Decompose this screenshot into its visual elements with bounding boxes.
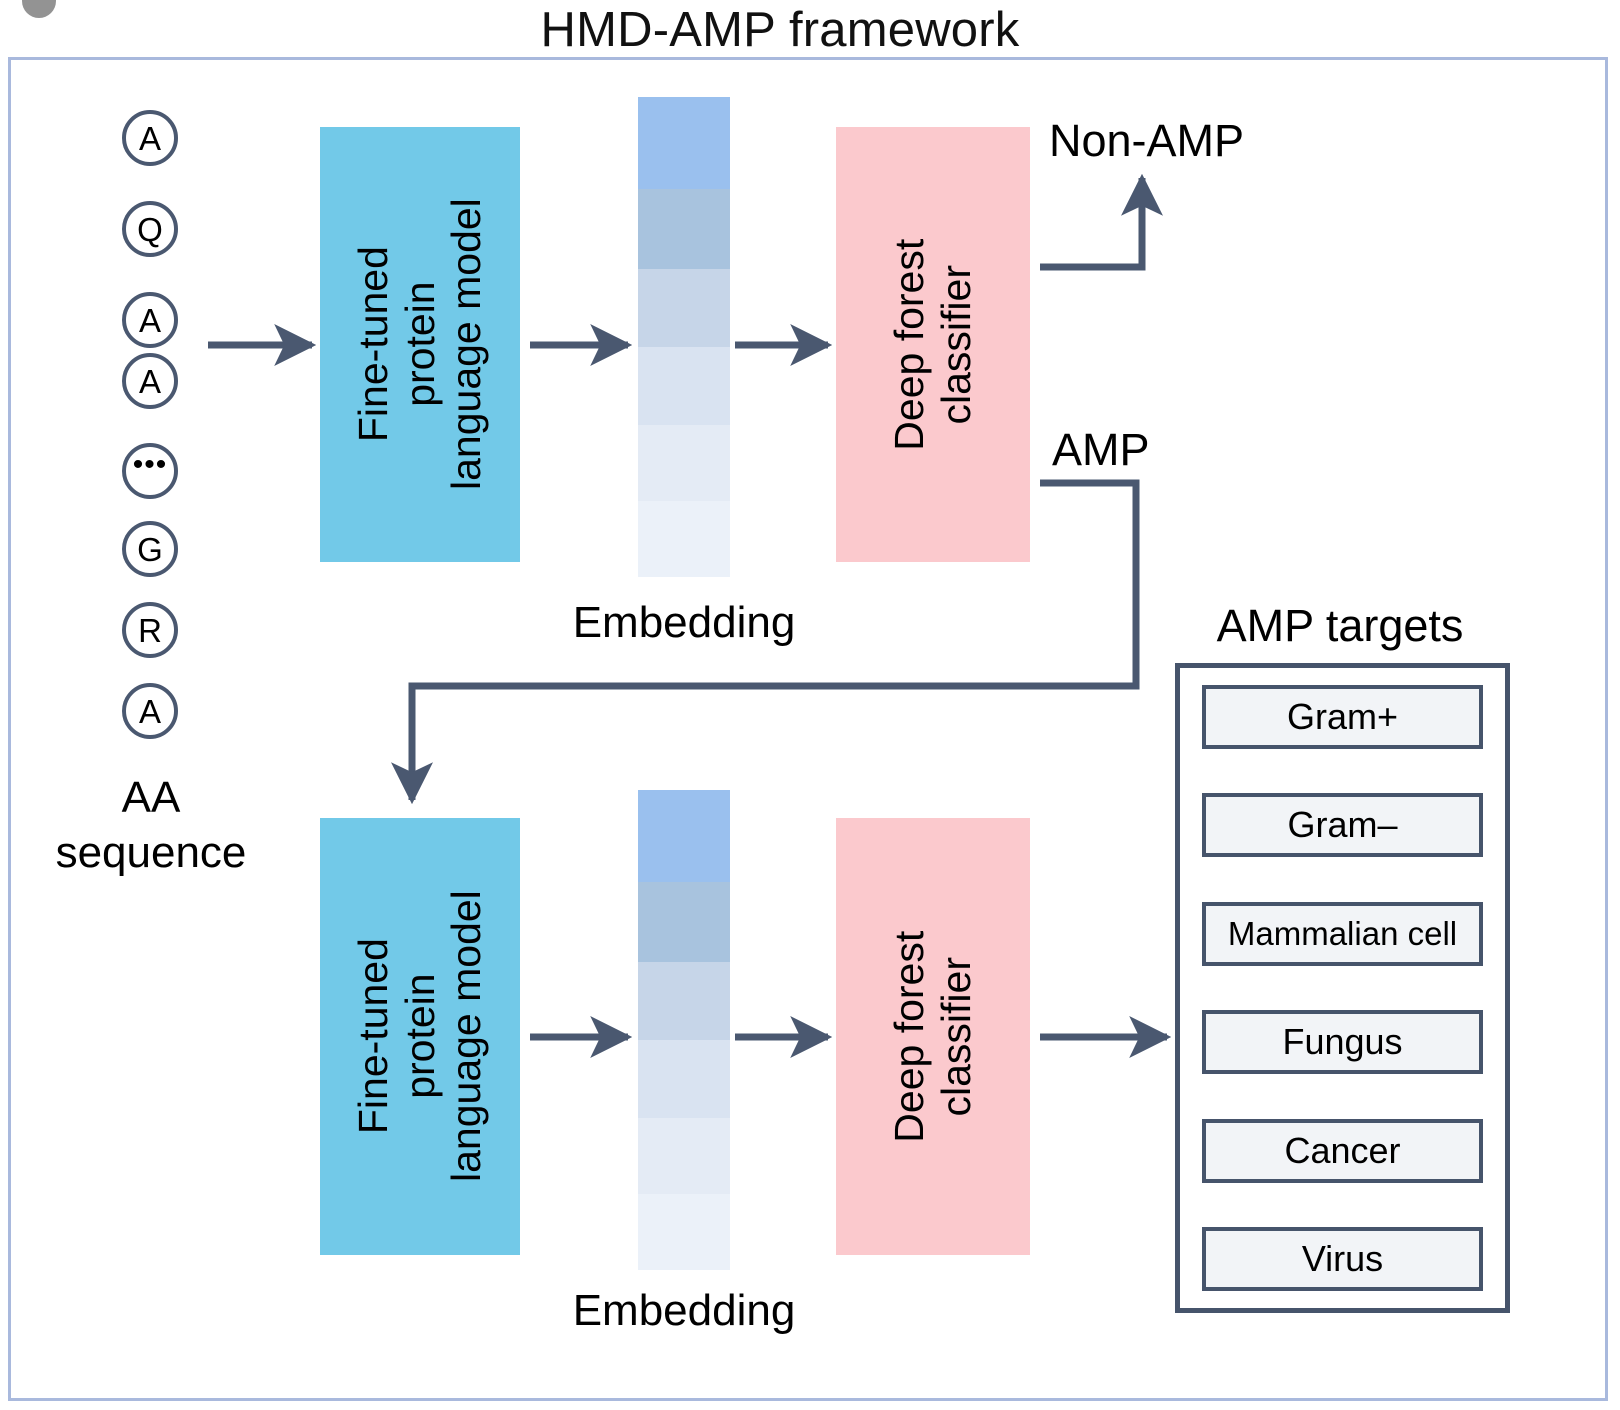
embedding-segment: [638, 1118, 730, 1194]
aa-residue-ellipsis-circle: •••: [122, 443, 178, 499]
aa-residue-letter: R: [138, 611, 162, 649]
embedding-segment: [638, 962, 730, 1040]
aa-residue-letter: •••: [132, 448, 168, 481]
embedding-segment: [638, 269, 730, 347]
bottom-protein-language-model-box: Fine-tuned protein language model: [320, 818, 520, 1255]
aa-sequence-caption: AA sequence: [16, 770, 286, 881]
amp-target-item: Mammalian cell: [1202, 901, 1483, 966]
bottom-embedding-caption: Embedding: [572, 1286, 796, 1335]
amp-target-label: Gram+: [1286, 696, 1399, 737]
amp-target-label: Mammalian cell: [1227, 914, 1458, 952]
amp-target-label: Fungus: [1282, 1021, 1403, 1063]
aa-residue-circle: A: [122, 110, 178, 166]
amp-target-item: Gram+: [1202, 685, 1483, 749]
embedding-segment: [638, 1194, 730, 1270]
amp-target-item: Fungus: [1202, 1010, 1483, 1075]
amp-target-item: Cancer: [1202, 1118, 1483, 1183]
dfc-line1: Deep forest: [886, 238, 933, 451]
plm-line2: protein: [396, 973, 443, 1100]
top-embedding-caption: Embedding: [572, 598, 796, 647]
bottom-embedding-column: [638, 790, 730, 1270]
top-embedding-column: [638, 97, 730, 577]
aa-residue-letter: A: [138, 362, 161, 400]
plm-line3: language model: [443, 890, 490, 1183]
embedding-segment: [638, 425, 730, 501]
amp-targets-title: AMP targets: [1216, 600, 1464, 651]
amp-target-label: Cancer: [1284, 1129, 1401, 1171]
aa-residue-letter: A: [138, 119, 161, 157]
plm-line1: Fine-tuned: [349, 246, 396, 443]
amp-target-label: Virus: [1301, 1237, 1384, 1279]
figure-panel-marker-icon: [22, 0, 56, 18]
aa-residue-circle: A: [122, 683, 178, 739]
top-protein-language-model-box: Fine-tuned protein language model: [320, 127, 520, 562]
figure-title: HMD-AMP framework: [540, 3, 1020, 57]
amp-target-item: Gram–: [1202, 793, 1483, 858]
embedding-segment: [638, 347, 730, 425]
dfc-line2: classifier: [933, 264, 980, 425]
aa-residue-circle: A: [122, 292, 178, 348]
aa-residue-circle: Q: [122, 201, 178, 257]
plm-line1: Fine-tuned: [349, 938, 396, 1135]
aa-residue-letter: A: [138, 301, 161, 339]
amp-targets-panel: Gram+ Gram– Mammalian cell Fungus Cancer…: [1175, 663, 1510, 1313]
top-deep-forest-classifier-box: Deep forest classifier: [836, 127, 1030, 562]
bottom-deep-forest-classifier-box: Deep forest classifier: [836, 818, 1030, 1255]
aa-residue-circle: R: [122, 602, 178, 658]
aa-residue-letter: G: [137, 530, 163, 568]
aa-residue-circle: G: [122, 521, 178, 577]
embedding-segment: [638, 501, 730, 577]
aa-caption-line2: sequence: [55, 828, 247, 878]
amp-output-label: AMP: [1052, 424, 1150, 475]
embedding-segment: [638, 189, 730, 269]
aa-residue-letter: A: [138, 692, 161, 730]
embedding-segment: [638, 1040, 730, 1118]
embedding-segment: [638, 882, 730, 962]
plm-line3: language model: [443, 198, 490, 491]
plm-line2: protein: [396, 281, 443, 408]
aa-residue-letter: Q: [137, 210, 163, 248]
aa-caption-line1: AA: [121, 773, 181, 822]
dfc-line1: Deep forest: [886, 930, 933, 1143]
amp-target-item: Virus: [1202, 1226, 1483, 1291]
dfc-line2: classifier: [933, 956, 980, 1117]
embedding-segment: [638, 790, 730, 882]
amp-target-label: Gram–: [1287, 804, 1398, 846]
non-amp-output-label: Non-AMP: [1049, 115, 1245, 166]
embedding-segment: [638, 97, 730, 189]
aa-residue-circle: A: [122, 353, 178, 409]
